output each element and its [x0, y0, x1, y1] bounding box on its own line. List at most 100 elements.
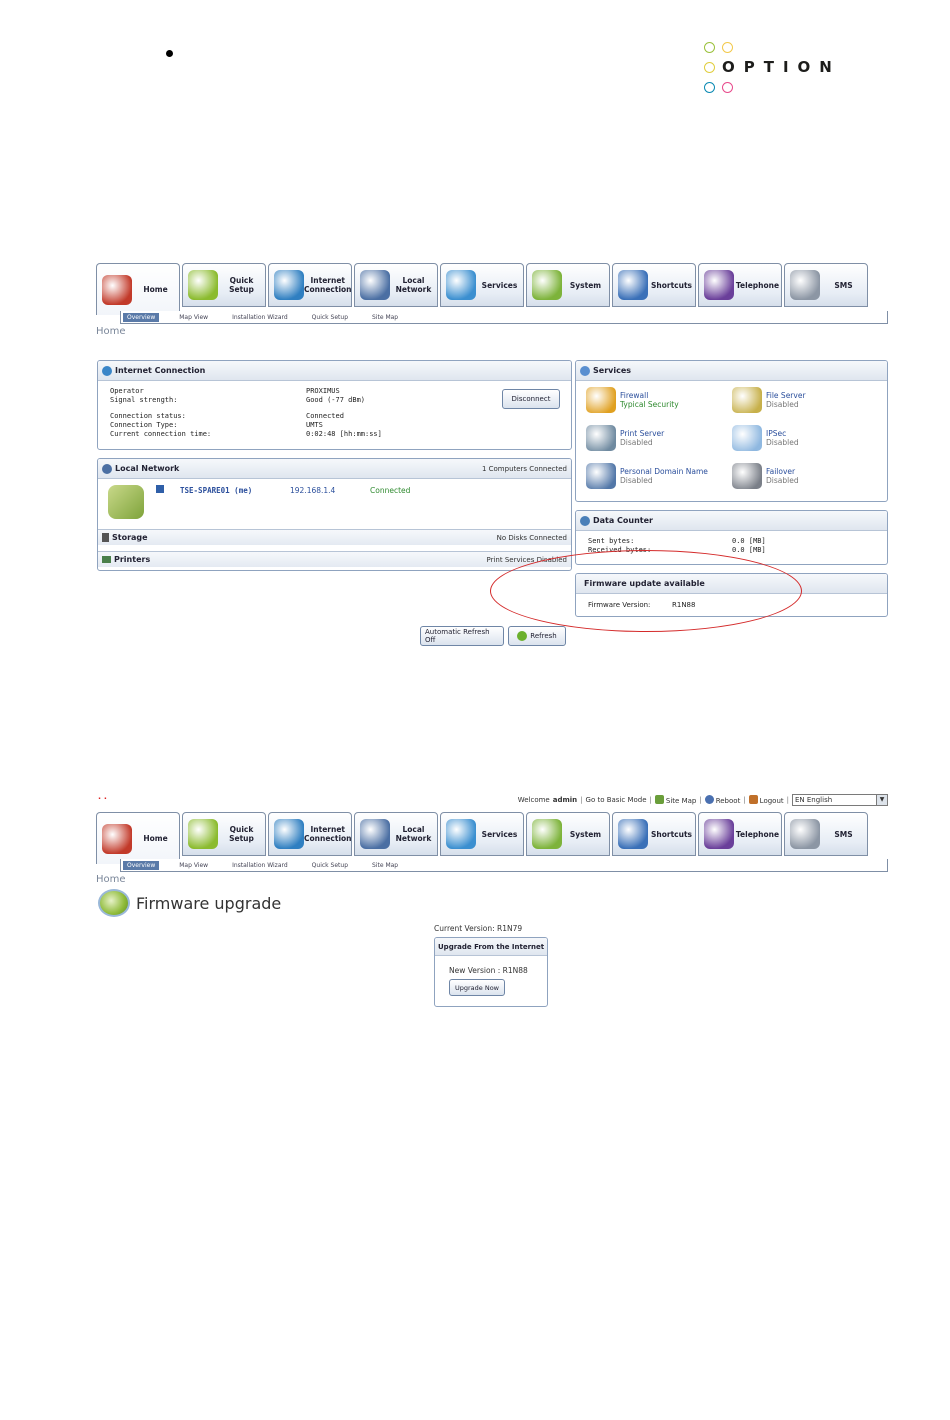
local-network-panel: Local Network 1 Computers Connected TSE-…: [97, 458, 572, 571]
tab-sms[interactable]: SMS: [784, 812, 868, 856]
kv-item: 0.0 [MB]: [732, 537, 766, 545]
tab-computers[interactable]: Local Network: [354, 812, 438, 856]
subnav-item[interactable]: Map View: [179, 861, 209, 869]
sms-icon: [790, 819, 820, 849]
subnav-item[interactable]: Overview: [123, 860, 160, 870]
tools-icon: [618, 270, 648, 300]
logout-link[interactable]: Logout: [748, 795, 784, 805]
host-name-link[interactable]: TSE-SPARE01 (me): [180, 486, 253, 495]
panel-title: Data Counter: [593, 516, 653, 525]
tab-globe[interactable]: Internet Connection: [268, 263, 352, 307]
subnav-item[interactable]: Site Map: [372, 861, 399, 869]
tab-telephone[interactable]: Telephone: [698, 263, 782, 307]
service-state: Disabled: [766, 476, 799, 485]
subnav-item[interactable]: Map View: [179, 313, 209, 321]
tab-lightning[interactable]: Quick Setup: [182, 812, 266, 856]
network-icon: [102, 463, 112, 474]
bullet-point: [166, 50, 173, 57]
tab-label: Local Network: [395, 825, 432, 843]
subnav-item[interactable]: Overview: [123, 312, 160, 322]
tab-home[interactable]: Home: [96, 263, 180, 315]
kv-item: Connection status:: [110, 412, 186, 420]
logo-dot: [704, 42, 715, 53]
storage-row: Storage No Disks Connected: [98, 529, 571, 545]
tab-label: Internet Connection: [304, 276, 352, 294]
tab-label: System: [569, 280, 602, 290]
site-map-link[interactable]: Site Map: [654, 795, 696, 805]
tab-label: Home: [143, 285, 168, 294]
services-icon: [446, 819, 476, 849]
tab-sms[interactable]: SMS: [784, 263, 868, 307]
globe-icon: [274, 819, 304, 849]
home-icon: [102, 823, 132, 854]
red-mark: . .: [98, 792, 107, 801]
kv-item: 0.0 [MB]: [732, 546, 766, 554]
logout-icon: [748, 795, 758, 804]
sub-nav: Overview Map View Installation Wizard Quick…: [120, 859, 888, 872]
new-version: New Version : R1N88: [449, 966, 528, 975]
tab-services[interactable]: Services: [440, 812, 524, 856]
computers-count: 1 Computers Connected: [481, 464, 567, 473]
printers-row: Printers Print Services Disabled: [98, 551, 571, 567]
printers-title: Printers: [114, 555, 151, 564]
telephone-icon: [704, 819, 734, 849]
auto-refresh-button[interactable]: Automatic Refresh Off: [420, 626, 504, 646]
refresh-icon: [517, 631, 528, 641]
tab-lightning[interactable]: Quick Setup: [182, 263, 266, 307]
tab-globe[interactable]: Internet Connection: [268, 812, 352, 856]
tools-icon: [618, 819, 648, 849]
logo-wordmark: OPTION: [722, 58, 841, 76]
firewall-icon: [586, 387, 616, 413]
services-icon: [446, 270, 476, 300]
subnav-item[interactable]: Installation Wizard: [232, 861, 288, 869]
tab-services[interactable]: Services: [440, 263, 524, 307]
reboot-link[interactable]: Reboot: [704, 795, 740, 805]
tab-home[interactable]: Home: [96, 812, 180, 864]
counter-values: 0.0 [MB]0.0 [MB]: [732, 537, 766, 555]
disconnect-button[interactable]: Disconnect: [502, 389, 560, 409]
kv-item: UMTS: [306, 421, 323, 429]
panel-title: Local Network: [115, 464, 180, 473]
printer-icon: [102, 556, 111, 563]
tab-label: Telephone: [735, 280, 780, 290]
tab-tools[interactable]: Shortcuts: [612, 812, 696, 856]
panel-header: Services: [576, 361, 887, 381]
upgrade-panel: Upgrade From the Internet New Version : …: [434, 937, 548, 1007]
subnav-item[interactable]: Quick Setup: [311, 861, 349, 869]
panel-header: Internet Connection: [98, 361, 571, 381]
top-toolbar: Welcome admin | Go to Basic Mode | Site …: [518, 793, 888, 807]
tab-label: Shortcuts: [650, 829, 692, 839]
tab-system[interactable]: System: [526, 812, 610, 856]
upgrade-now-button[interactable]: Upgrade Now: [449, 979, 505, 996]
refresh-label: Refresh: [530, 632, 557, 640]
service-name: IPSec: [766, 429, 787, 438]
subnav-item[interactable]: Site Map: [372, 313, 399, 321]
basic-mode-link[interactable]: Go to Basic Mode: [585, 796, 647, 804]
tab-tools[interactable]: Shortcuts: [612, 263, 696, 307]
panel-title: Internet Connection: [115, 366, 206, 375]
tab-system[interactable]: System: [526, 263, 610, 307]
tab-telephone[interactable]: Telephone: [698, 812, 782, 856]
subnav-item[interactable]: Quick Setup: [311, 313, 349, 321]
system-icon: [532, 270, 562, 300]
subnav-item[interactable]: Installation Wizard: [232, 313, 288, 321]
reboot-icon: [704, 795, 714, 804]
tab-label: Quick Setup: [229, 276, 254, 294]
tab-computers[interactable]: Local Network: [354, 263, 438, 307]
home-icon: [102, 274, 132, 305]
refresh-button[interactable]: Refresh: [508, 626, 566, 646]
kv-item: Current connection time:: [110, 430, 212, 438]
language-select[interactable]: EN English ▼: [792, 794, 888, 806]
chevron-down-icon: ▼: [876, 795, 887, 805]
kv-item: 0:02:48 [hh:mm:ss]: [306, 430, 382, 438]
tab-label: SMS: [834, 280, 853, 290]
